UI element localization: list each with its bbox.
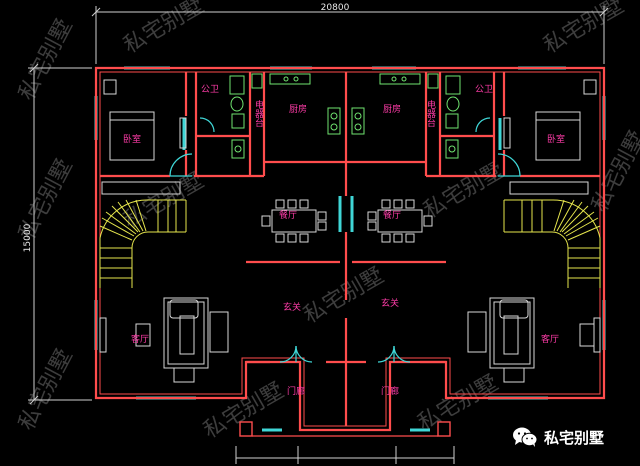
bathroom-fixtures-left	[229, 75, 245, 159]
brand-badge: 私宅别墅	[512, 424, 632, 450]
room-label-living-right: 客厅	[541, 333, 559, 345]
dining-table-right	[367, 199, 433, 243]
stair-right	[503, 199, 601, 288]
watermark-text: 私宅别墅	[200, 378, 289, 444]
dimension-top	[91, 6, 609, 64]
stair-left	[99, 199, 187, 288]
bedroom-furniture-right	[503, 79, 597, 195]
watermark-text: 私宅别墅	[300, 263, 389, 329]
room-label-living-left: 客厅	[131, 333, 149, 345]
wechat-icon	[513, 427, 538, 447]
bedroom-furniture-left	[101, 79, 187, 195]
dimension-depth-label: 15000	[23, 223, 33, 252]
brand-label: 私宅别墅	[544, 428, 605, 447]
kitchen-fixtures-right	[351, 73, 439, 135]
tv-cabinet	[99, 317, 601, 353]
watermark-text: 私宅别墅	[414, 371, 503, 437]
watermark-text: 私宅别墅	[587, 127, 640, 216]
watermark-text: 私宅别墅	[120, 168, 209, 234]
windows	[94, 66, 606, 432]
room-label-bathroom-right: 公卫	[475, 84, 493, 95]
watermark-text: 私宅别墅	[14, 15, 77, 104]
room-label-bathroom-left: 公卫	[201, 84, 219, 95]
watermark-text: 私宅别墅	[120, 0, 209, 59]
room-label-foyer-right: 玄关	[381, 297, 399, 309]
watermark-text: 私宅别墅	[540, 0, 629, 59]
room-label-kitchen-left: 厨房	[289, 103, 307, 115]
kitchen-fixtures-left	[251, 73, 341, 135]
room-label-kitchen-right: 厨房	[383, 103, 401, 115]
dimension-width-label: 20800	[321, 3, 350, 13]
doors	[169, 117, 521, 363]
room-label-foyer-left: 玄关	[283, 301, 301, 313]
room-label-bedroom-right: 卧室	[547, 133, 565, 145]
room-label-dining-left: 餐厅	[279, 209, 297, 221]
watermark-text: 私宅别墅	[14, 345, 77, 434]
room-label-bedroom-left: 卧室	[123, 133, 141, 145]
sofa-set-left	[135, 297, 229, 383]
room-label-appliance-right: 电器台	[425, 99, 436, 128]
bathroom-fixtures-right	[445, 75, 461, 159]
dining-table-left	[261, 199, 327, 243]
dimension-bottom	[235, 446, 455, 464]
room-label-porch-left: 门廊	[287, 385, 305, 397]
sofa-set-right	[467, 297, 595, 383]
room-label-porch-right: 门廊	[381, 385, 399, 397]
dimension-left	[28, 63, 92, 405]
room-label-appliance-left: 电器台	[253, 99, 264, 128]
room-label-dining-right: 餐厅	[383, 209, 401, 221]
walls	[94, 66, 606, 437]
